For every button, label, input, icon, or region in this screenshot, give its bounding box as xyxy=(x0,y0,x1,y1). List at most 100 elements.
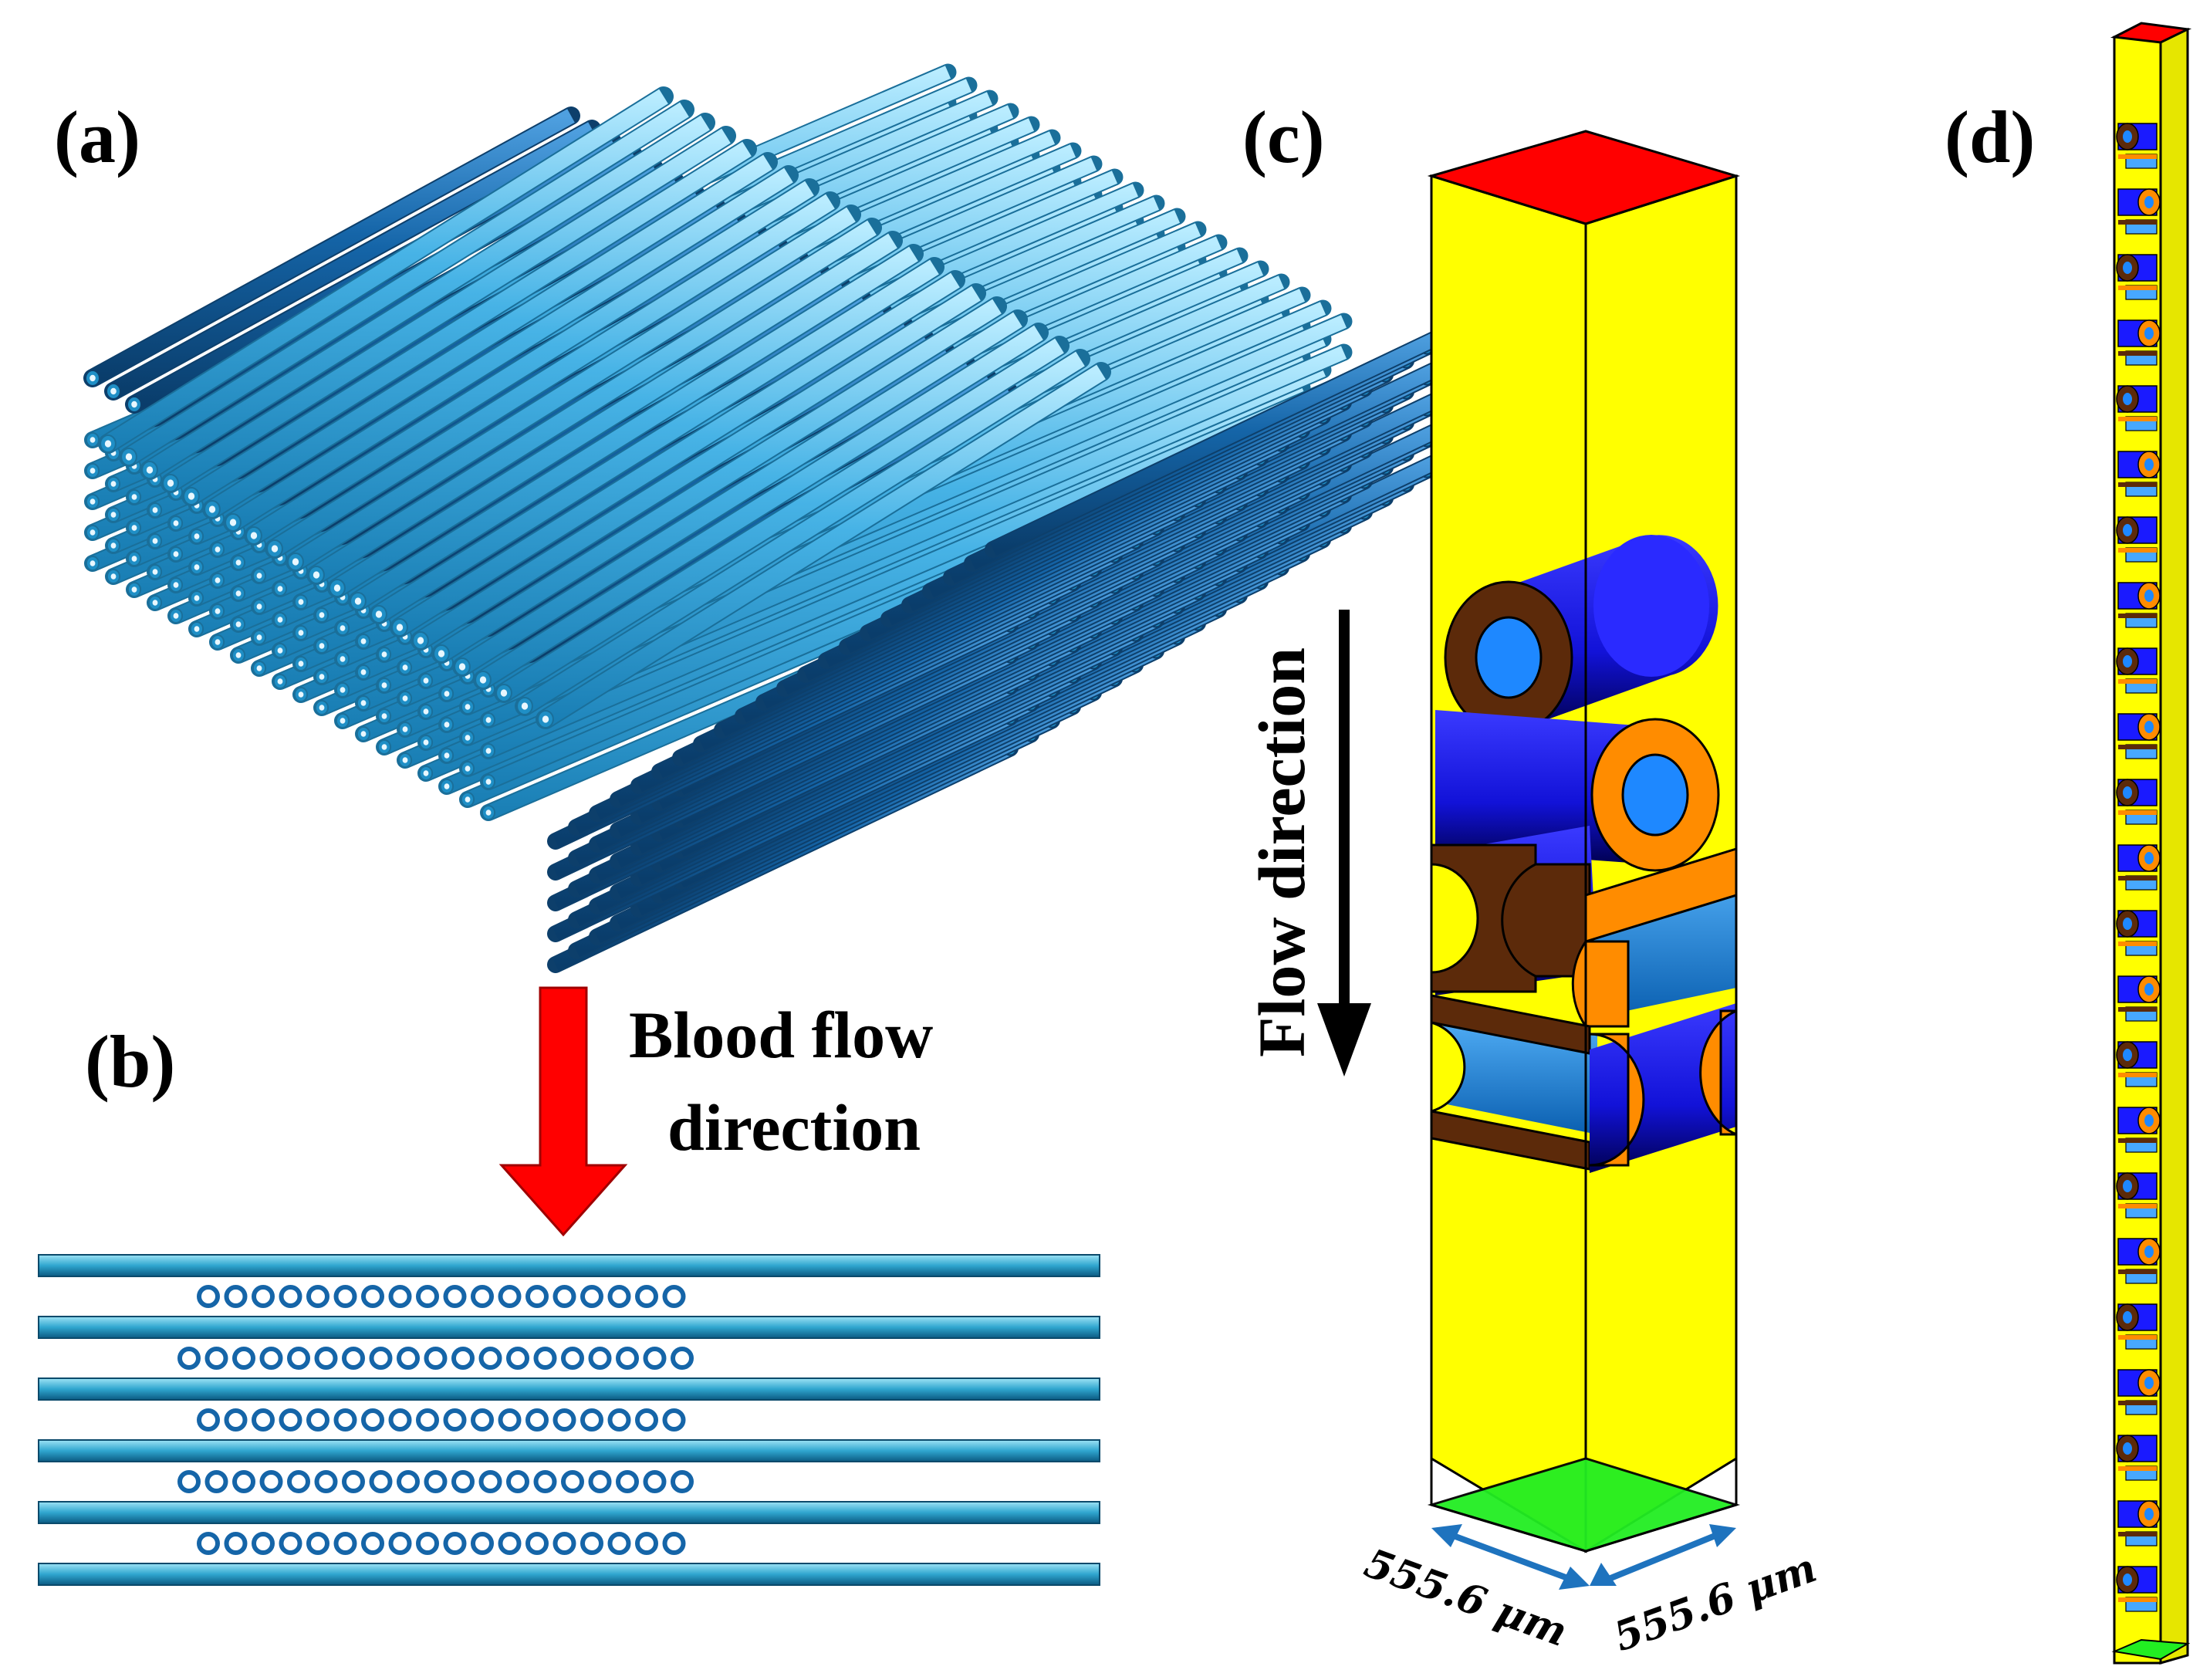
dark-fiber xyxy=(89,109,575,385)
cross-section-fiber-ring xyxy=(616,1347,639,1370)
light-fiber-lumen xyxy=(173,520,179,526)
cross-section-fiber-ring xyxy=(204,1347,228,1370)
light-fiber-lumen xyxy=(292,558,299,566)
light-fiber-lumen xyxy=(360,700,367,706)
light-fiber-lumen xyxy=(277,586,283,592)
light-fiber-lumen xyxy=(90,468,96,474)
cross-section-fiber-ring xyxy=(588,1470,612,1493)
stack-fiber-slab xyxy=(2118,1269,2157,1274)
cross-section-fiber-ring xyxy=(361,1285,384,1308)
light-fiber-lumen xyxy=(340,687,346,693)
light-fiber xyxy=(541,364,1106,727)
fiber-half-wall xyxy=(1501,863,1591,978)
light-fiber-lumen xyxy=(256,665,262,671)
stack-fiber-slab xyxy=(2118,1532,2157,1536)
cross-section-fiber-ring xyxy=(388,1285,412,1308)
cross-section-fiber-ring xyxy=(478,1347,502,1370)
light-fiber-lumen xyxy=(229,519,237,526)
light-fiber-top-layer xyxy=(98,86,1111,729)
stack-fiber-slab xyxy=(2118,679,2157,684)
stack-fiber-lumen xyxy=(2144,1114,2154,1127)
stack-fiber-lumen xyxy=(2144,1246,2154,1258)
cross-section-fiber-ring xyxy=(471,1408,494,1432)
light-fiber xyxy=(145,115,710,478)
light-fiber-lumen xyxy=(256,573,262,579)
light-fiber xyxy=(458,312,1022,674)
light-fiber-lumen xyxy=(485,717,492,723)
light-fiber-lumen xyxy=(485,748,492,754)
dark-fiber-layer xyxy=(547,324,1456,850)
cross-section-fiber-ring xyxy=(424,1347,448,1370)
cross-section-fiber-bar xyxy=(38,1254,1100,1277)
light-fiber xyxy=(270,194,835,556)
light-fiber xyxy=(499,338,1064,701)
cross-section-fiber-ring xyxy=(643,1347,667,1370)
light-fiber-lumen xyxy=(444,752,450,759)
cross-section-fiber-ring xyxy=(471,1285,494,1308)
cross-section-fiber-ring xyxy=(552,1285,576,1308)
stack-fiber-lumen xyxy=(2123,262,2132,274)
light-fiber-lumen xyxy=(173,582,179,588)
down-arrow-icon xyxy=(1317,1003,1371,1077)
light-fiber-lumen xyxy=(402,664,408,671)
stack-fiber-slab xyxy=(2118,1335,2157,1340)
light-fiber-lumen xyxy=(235,621,242,627)
light-fiber-lumen xyxy=(152,507,158,513)
light-fiber-lumen xyxy=(90,499,96,505)
light-fiber-lumen xyxy=(208,505,216,513)
dark-fiber-lumen xyxy=(110,387,117,395)
dark-fiber xyxy=(990,326,1451,556)
stack-fiber-lumen xyxy=(2123,1574,2132,1586)
cross-section-fiber-ring xyxy=(607,1408,631,1432)
fiber-half-lumen xyxy=(1430,863,1479,974)
cross-section-fiber-ring xyxy=(533,1347,557,1370)
dark-fiber-lumen xyxy=(131,401,137,408)
light-fiber xyxy=(333,233,897,596)
light-fiber xyxy=(437,299,1002,661)
light-fiber-lumen xyxy=(152,538,158,544)
light-fiber-lumen xyxy=(167,479,174,487)
light-fiber-lumen xyxy=(444,691,450,697)
stack-outlet-face xyxy=(2111,1638,2191,1661)
light-fiber-lumen xyxy=(215,577,221,583)
cross-section-fiber-ring xyxy=(451,1470,475,1493)
cross-section-fiber-ring xyxy=(498,1408,522,1432)
cross-section-fiber-ring xyxy=(314,1470,338,1493)
light-fiber-lumen xyxy=(354,597,362,605)
cross-section-fiber-ring xyxy=(224,1285,248,1308)
light-fiber-lumen xyxy=(360,638,367,644)
light-fiber xyxy=(249,181,814,543)
panel-label-a: (a) xyxy=(54,96,140,178)
cross-section-fiber-bar xyxy=(38,1563,1100,1586)
light-fiber-lumen xyxy=(173,613,179,619)
light-fiber-lumen xyxy=(298,661,304,667)
cross-section-fiber-ring xyxy=(279,1532,302,1555)
cross-section-fiber-ring xyxy=(416,1408,439,1432)
light-fiber-lumen xyxy=(340,625,346,631)
cross-section-fiber-ring xyxy=(662,1285,686,1308)
light-fiber-lumen xyxy=(313,571,320,579)
stack-fiber-lumen xyxy=(2123,918,2132,930)
stack-fiber-lumen xyxy=(2123,130,2132,143)
light-fiber-lumen xyxy=(194,626,200,632)
light-fiber-lumen xyxy=(90,529,96,536)
light-fiber-lumen xyxy=(235,652,242,658)
light-fiber xyxy=(187,141,752,504)
light-fiber-lumen xyxy=(277,678,283,685)
light-fiber-lumen xyxy=(146,466,154,474)
cross-section-fiber-ring xyxy=(635,1408,658,1432)
light-fiber xyxy=(124,102,689,465)
cross-section-fiber-bar xyxy=(38,1439,1100,1462)
dark-fiber xyxy=(110,122,596,398)
light-fiber-lumen xyxy=(250,532,258,539)
cross-section-fiber-ring xyxy=(533,1470,557,1493)
light-fiber-lumen xyxy=(402,695,408,701)
light-fiber-lumen xyxy=(465,796,471,803)
cross-section-fiber-ring xyxy=(197,1285,220,1308)
stack-fiber-slab xyxy=(2118,286,2157,290)
stack-fiber-slab xyxy=(2118,548,2157,553)
light-fiber-lumen xyxy=(90,560,96,566)
cross-section-fiber-ring xyxy=(333,1532,357,1555)
blood-flow-label-line1: Blood flow xyxy=(629,998,933,1072)
fiber-lumen xyxy=(1475,616,1543,699)
